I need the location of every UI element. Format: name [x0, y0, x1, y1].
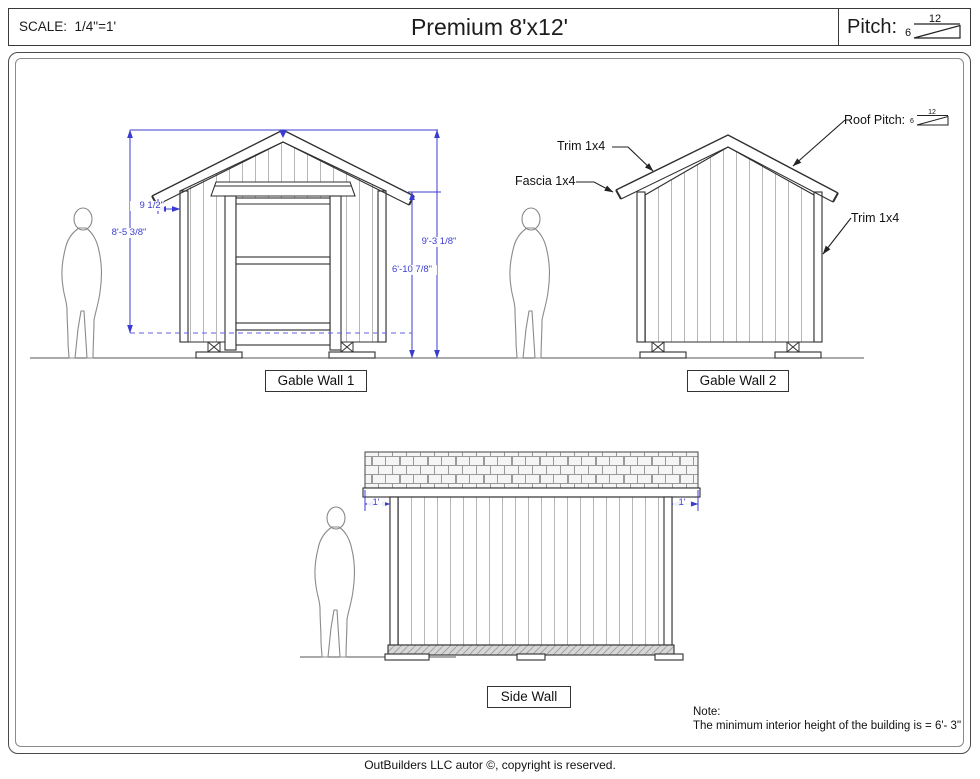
foundation-block	[207, 341, 221, 353]
roof-shingles	[364, 451, 699, 489]
foundation-block	[340, 341, 354, 353]
roof-edge-inner	[156, 141, 410, 206]
rear-face	[644, 146, 815, 343]
dim-roof-overhang: 9 1/2"	[130, 201, 164, 211]
header-bar: SCALE: 1/4"=1' Premium 8'x12' Pitch: 12 …	[8, 8, 971, 46]
gable-wall-2-drawing	[615, 134, 839, 359]
door-bottom-rail	[235, 322, 331, 331]
view-label-side-wall: Side Wall	[487, 686, 571, 708]
foundation-pad	[774, 351, 822, 359]
dim-overhang-left: 1'	[367, 498, 385, 508]
roof-pitch-label: Roof Pitch:	[844, 113, 906, 127]
foundation-pad	[195, 351, 243, 359]
foundation-pad	[328, 351, 376, 359]
door-jamb-left	[224, 195, 237, 351]
pitch-label: Pitch:	[847, 15, 898, 38]
foundation-pad	[639, 351, 687, 359]
foundation-pad	[384, 653, 430, 661]
page-title: Premium 8'x12'	[410, 14, 569, 40]
person-silhouette	[61, 207, 102, 359]
foundation-block	[651, 341, 665, 353]
door-header-trim	[210, 181, 356, 197]
roof-edge-inner	[620, 146, 834, 203]
dim-ground-to-eave: 6'-10 7/8"	[387, 265, 437, 275]
view-label-gable-wall-2: Gable Wall 2	[687, 370, 789, 392]
dim-ground-to-peak: 9'-3 1/8"	[416, 237, 462, 247]
corner-trim-right	[813, 191, 823, 343]
side-wall-drawing	[362, 451, 701, 661]
corner-trim-right	[377, 190, 387, 343]
view-label-gable-wall-1: Gable Wall 1	[265, 370, 367, 392]
callout-fascia: Fascia 1x4	[515, 174, 576, 188]
note-title: Note:	[693, 706, 721, 718]
copyright-footer: OutBuilders LLC autor ©, copyright is re…	[364, 758, 616, 772]
drawing-area-inner-border	[15, 58, 964, 747]
callout-trim-wall: Trim 1x4	[851, 211, 900, 225]
pitch-run-value: 12	[929, 13, 941, 25]
pitch-rise-value: 6	[905, 27, 911, 39]
drawing-area-outer-border	[8, 52, 971, 754]
scale-label: SCALE: 1/4"=1'	[19, 19, 117, 34]
corner-trim-left	[179, 190, 189, 343]
door-jamb-right	[329, 195, 342, 351]
corner-trim-left	[636, 191, 646, 343]
dim-floor-to-peak: 8'-5 3/8"	[107, 228, 151, 238]
dim-overhang-right: 1'	[673, 498, 691, 508]
person-silhouette	[509, 207, 550, 359]
end-trim-left	[389, 496, 399, 646]
pitch-group: Pitch: 12 6	[847, 13, 963, 41]
door-mid-rail	[235, 256, 331, 265]
roof-edge-outer	[615, 134, 839, 194]
foundation-block	[786, 341, 800, 353]
note-body: The minimum interior height of the build…	[693, 720, 962, 732]
side-face	[389, 496, 673, 646]
roof-pitch-symbol: 12 6	[910, 109, 949, 126]
callout-leaders	[576, 119, 852, 255]
pitch-symbol: 12 6	[905, 13, 961, 39]
callout-trim-roof: Trim 1x4	[557, 139, 606, 153]
fascia-board	[362, 487, 701, 498]
gable-wall-1-drawing	[151, 129, 415, 359]
door-panel	[235, 197, 331, 346]
foundation-pad	[654, 653, 684, 661]
pitch-rise-value: 6	[910, 118, 914, 125]
callout-roof-pitch: Roof Pitch: 12 6	[844, 109, 950, 128]
foundation-pad	[516, 653, 546, 661]
elevation-drawings	[30, 119, 864, 661]
end-trim-right	[663, 496, 673, 646]
person-silhouette	[314, 506, 355, 658]
pitch-run-value: 12	[928, 109, 936, 116]
header-divider	[838, 9, 839, 45]
